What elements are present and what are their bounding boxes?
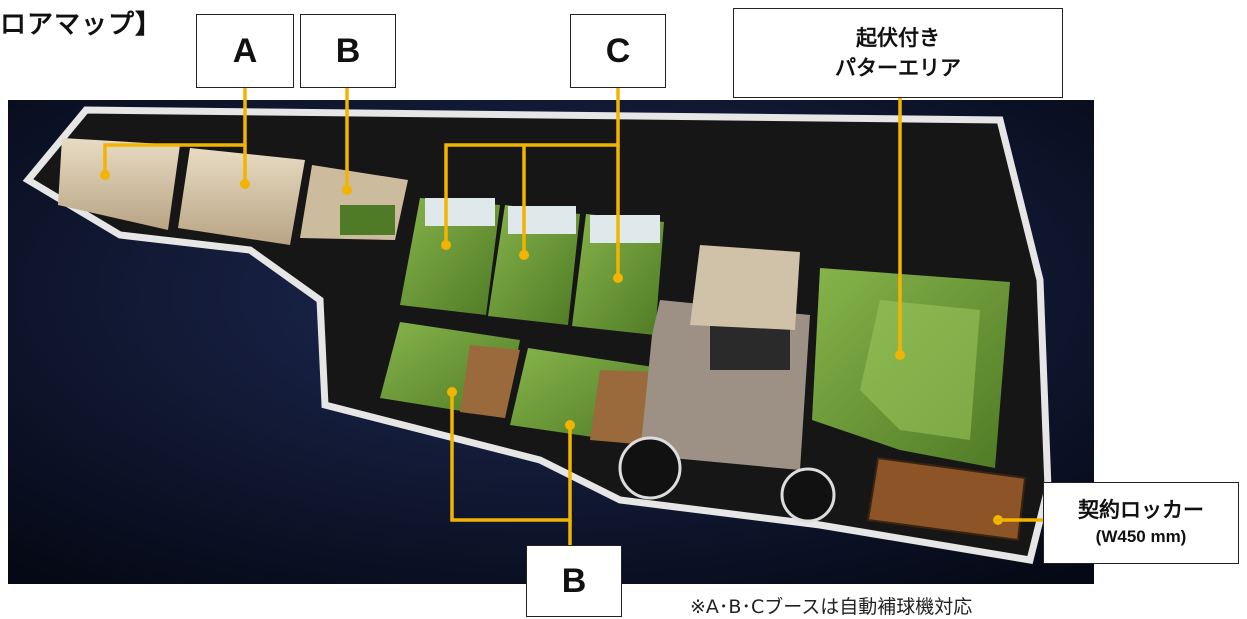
label-b-bottom: B bbox=[526, 545, 622, 617]
bay-b2-floor bbox=[460, 345, 520, 418]
leader-dot bbox=[613, 273, 623, 283]
leader-dot bbox=[565, 420, 575, 430]
leader-b-bottom bbox=[450, 392, 572, 522]
putter-line-2: パターエリア bbox=[835, 56, 961, 80]
label-locker: 契約ロッカー (W450 mm) bbox=[1043, 482, 1239, 564]
room-b1-turf bbox=[340, 205, 395, 235]
leader-dot bbox=[519, 250, 529, 260]
leader-dot bbox=[441, 240, 451, 250]
reception bbox=[710, 325, 790, 370]
label-c-top: C bbox=[570, 14, 666, 88]
leader-lines bbox=[103, 88, 1043, 545]
label-putter-area: 起伏付き パターエリア bbox=[733, 8, 1063, 98]
leader-dots bbox=[100, 170, 1003, 525]
leader-c bbox=[444, 88, 620, 245]
locker-line-1: 契約ロッカー bbox=[1078, 498, 1204, 522]
column-1 bbox=[618, 436, 682, 500]
putter-green-light bbox=[860, 300, 980, 440]
locker-line-2: (W450 mm) bbox=[1095, 527, 1187, 546]
bay-c1 bbox=[400, 198, 500, 315]
leader-dot bbox=[100, 170, 110, 180]
bay-b3-floor bbox=[590, 370, 660, 445]
bay-c2 bbox=[488, 205, 580, 325]
screen-c1 bbox=[425, 198, 495, 226]
leader-dot bbox=[993, 515, 1003, 525]
screen-c2 bbox=[508, 206, 576, 234]
footnote: ※A･B･Cブースは自動補球機対応 bbox=[690, 596, 973, 618]
column-2 bbox=[780, 467, 836, 523]
page-title: ロアマップ】 bbox=[0, 10, 163, 40]
room-a1 bbox=[58, 138, 180, 230]
room-a2 bbox=[178, 148, 305, 245]
screen-c3 bbox=[590, 215, 660, 243]
leader-dot bbox=[240, 179, 250, 189]
leader-dot bbox=[342, 185, 352, 195]
locker-unit bbox=[866, 456, 1027, 542]
putter-line-1: 起伏付き bbox=[856, 26, 940, 50]
label-a-top: A bbox=[196, 14, 294, 88]
label-b-top: B bbox=[300, 14, 396, 88]
leader-a bbox=[103, 88, 247, 175]
restrooms bbox=[690, 245, 800, 330]
leader-dot bbox=[895, 350, 905, 360]
leader-dot bbox=[447, 387, 457, 397]
